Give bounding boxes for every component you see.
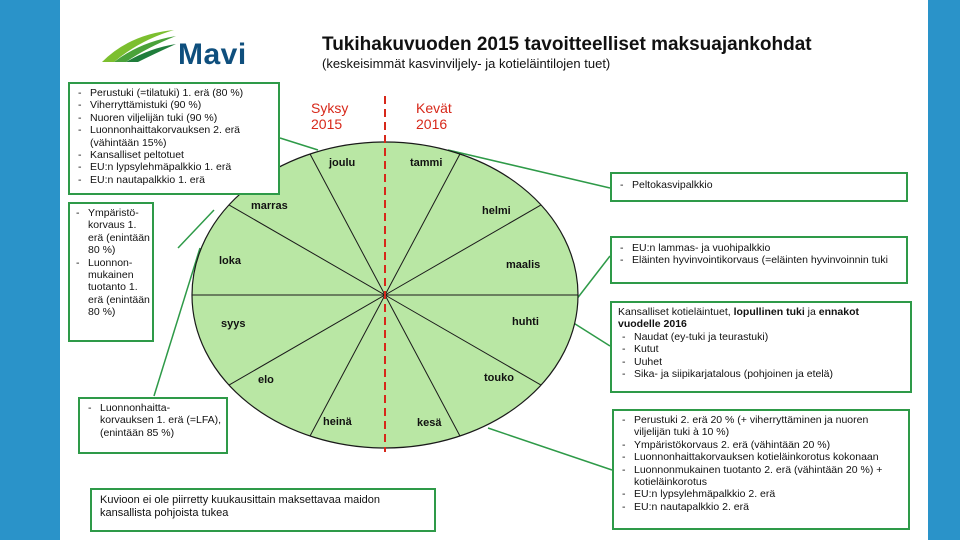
connector-line <box>177 209 215 249</box>
list-right-1: Peltokasvipalkkio <box>616 179 902 192</box>
list-item: Perustuki (=tilatuki) 1. erä (80 %) <box>74 87 274 100</box>
box-top-left: Perustuki (=tilatuki) 1. erä (80 %)Viher… <box>68 82 280 195</box>
list-right-4: Perustuki 2. erä 20 % (+ viherryttäminen… <box>618 414 904 514</box>
wheel-spoke <box>228 294 386 386</box>
season-spring: Kevät 2016 <box>416 100 452 132</box>
list-item: Peltokasvipalkkio <box>616 179 902 192</box>
box-right-4: Perustuki 2. erä 20 % (+ viherryttäminen… <box>612 409 910 530</box>
box-right-3: Kansalliset kotieläintuet, lopullinen tu… <box>610 301 912 393</box>
wheel-spoke <box>309 153 386 296</box>
wheel-spoke <box>309 294 386 437</box>
month-marras: marras <box>251 200 288 212</box>
month-touko: touko <box>484 372 514 384</box>
connector-line <box>447 149 611 189</box>
list-item: Viherryttämistuki (90 %) <box>74 99 274 112</box>
wheel-spoke <box>384 294 542 386</box>
connector-line <box>487 427 613 471</box>
list-item: Ympäristökorvaus 2. erä (vähintään 20 %) <box>618 439 904 452</box>
list-mid-left: Ympäristö-korvaus 1. erä (enintään 80 %)… <box>72 207 150 319</box>
list-item: Kutut <box>618 343 904 356</box>
list-right-3: Naudat (ey-tuki ja teurastuki)KututUuhet… <box>618 331 904 381</box>
logo-text: Mavi <box>178 38 247 71</box>
box-mid-left: Ympäristö-korvaus 1. erä (enintään 80 %)… <box>68 202 154 342</box>
list-top-left: Perustuki (=tilatuki) 1. erä (80 %)Viher… <box>74 87 274 187</box>
wheel-spoke <box>228 204 386 296</box>
list-item: Luonnonmukainen tuotanto 2. erä (vähintä… <box>618 464 904 489</box>
list-item: Perustuki 2. erä 20 % (+ viherryttäminen… <box>618 414 904 439</box>
list-item: EU:n lypsylehmäpalkkio 2. erä <box>618 488 904 501</box>
month-huhti: huhti <box>512 316 539 328</box>
month-tammi: tammi <box>410 157 443 169</box>
month-syys: syys <box>221 318 246 330</box>
list-item: Eläinten hyvinvointikorvaus (=eläinten h… <box>616 254 902 267</box>
list-item: EU:n lypsylehmäpalkkio 1. erä <box>74 161 274 174</box>
list-item: EU:n lammas- ja vuohipalkkio <box>616 242 902 255</box>
month-heina: heinä <box>323 416 352 428</box>
list-item: Nuoren viljelijän tuki (90 %) <box>74 112 274 125</box>
month-loka: loka <box>219 255 242 267</box>
list-item: Uuhet <box>618 356 904 369</box>
list-item: EU:n nautapalkkio 1. erä <box>74 174 274 187</box>
month-helmi: helmi <box>482 205 511 217</box>
wheel-spoke <box>384 153 461 296</box>
box-bottom-left: Luonnonhaitta-korvauksen 1. erä (=LFA), … <box>78 397 228 454</box>
right-frame-bar <box>906 0 960 540</box>
list-right-2: EU:n lammas- ja vuohipalkkioEläinten hyv… <box>616 242 902 267</box>
month-elo: elo <box>258 374 274 386</box>
wheel-spoke <box>384 294 461 437</box>
month-kesa: kesä <box>417 417 442 429</box>
list-bottom-left: Luonnonhaitta-korvauksen 1. erä (=LFA), … <box>84 402 222 439</box>
left-frame-bar <box>0 0 60 540</box>
page-subtitle: (keskeisimmät kasvinviljely- ja kotieläi… <box>322 56 611 71</box>
list-item: Luonnonhaittakorvauksen kotieläinkorotus… <box>618 451 904 464</box>
connector-line <box>575 255 611 301</box>
list-item: Luonnonhaitta-korvauksen 1. erä (=LFA), … <box>84 402 222 439</box>
list-item: Luonnon-mukainen tuotanto 1. erä (enintä… <box>72 257 150 319</box>
mavi-logo-icon <box>102 30 176 62</box>
box-right-3-heading: Kansalliset kotieläintuet, lopullinen tu… <box>618 306 860 331</box>
list-item: Naudat (ey-tuki ja teurastuki) <box>618 331 904 344</box>
list-item: Luonnonhaittakorvauksen 2. erä (vähintää… <box>74 124 274 149</box>
box-right-1: Peltokasvipalkkio <box>610 172 908 202</box>
page-title: Tukihakuvuoden 2015 tavoitteelliset maks… <box>322 34 812 55</box>
season-autumn: Syksy 2015 <box>311 100 349 132</box>
month-joulu: joulu <box>329 157 356 169</box>
connector-line <box>571 321 611 347</box>
note-box: Kuvioon ei ole piirretty kuukausittain m… <box>90 488 436 532</box>
wheel-spoke <box>384 204 542 296</box>
list-item: Ympäristö-korvaus 1. erä (enintään 80 %) <box>72 207 150 257</box>
note-text: Kuvioon ei ole piirretty kuukausittain m… <box>100 494 381 519</box>
list-item: Kansalliset peltotuet <box>74 149 274 162</box>
month-maalis: maalis <box>506 259 541 271</box>
list-item: EU:n nautapalkkio 2. erä <box>618 501 904 514</box>
connector-line <box>153 247 201 397</box>
connector-line <box>279 137 319 151</box>
box-right-2: EU:n lammas- ja vuohipalkkioEläinten hyv… <box>610 236 908 284</box>
list-item: Sika- ja siipikarjatalous (pohjoinen ja … <box>618 368 904 381</box>
wheel-spokes <box>192 153 578 437</box>
